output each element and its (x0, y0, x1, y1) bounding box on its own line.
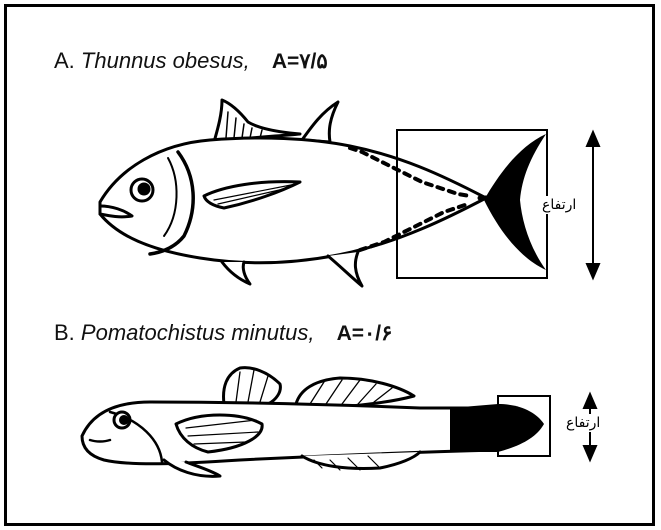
goby-tail-fin (498, 404, 544, 452)
tuna-drawing (100, 100, 506, 286)
fish-a-height-arrow (587, 132, 599, 278)
tuna-tail-fin (484, 134, 546, 270)
goby-drawing (82, 368, 498, 477)
fish-a-height-label: ارتفاع (540, 196, 578, 214)
goby-dorsal-fin-1 (224, 368, 281, 404)
tuna-dorsal-fin-2 (302, 102, 338, 142)
goby-body (82, 402, 498, 464)
fish-b-height-label: ارتفاع (564, 414, 602, 432)
tuna-body (100, 138, 486, 263)
goby-peduncle (450, 404, 498, 452)
